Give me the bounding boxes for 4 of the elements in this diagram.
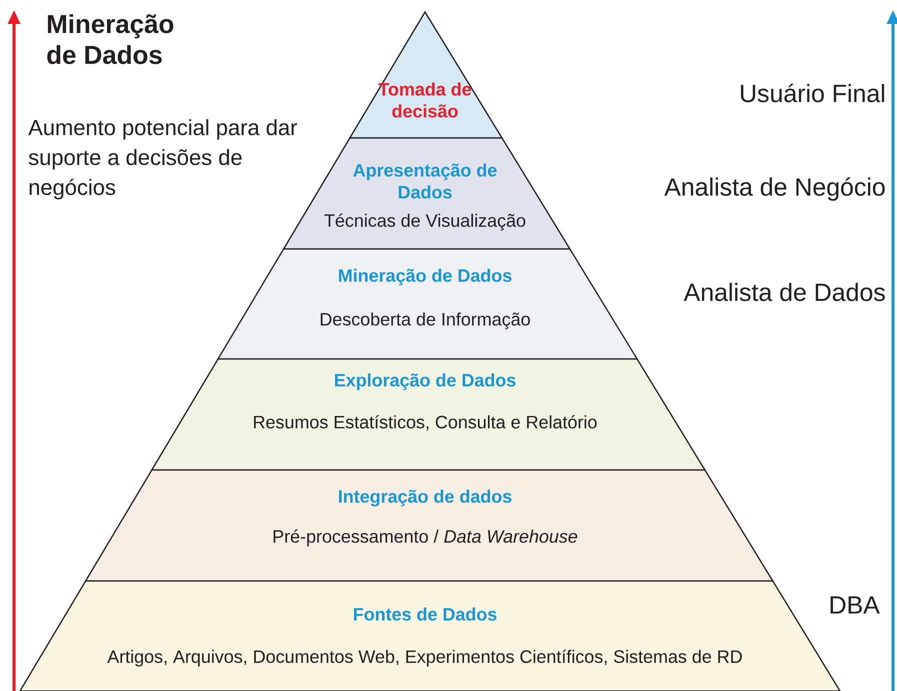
role-label: Analista de Dados [684, 282, 885, 302]
role-label: Analista de Negócio [664, 177, 885, 201]
role-label: Usuário Final [741, 84, 884, 102]
section-heading: Mineração de Dados [47, 14, 174, 64]
